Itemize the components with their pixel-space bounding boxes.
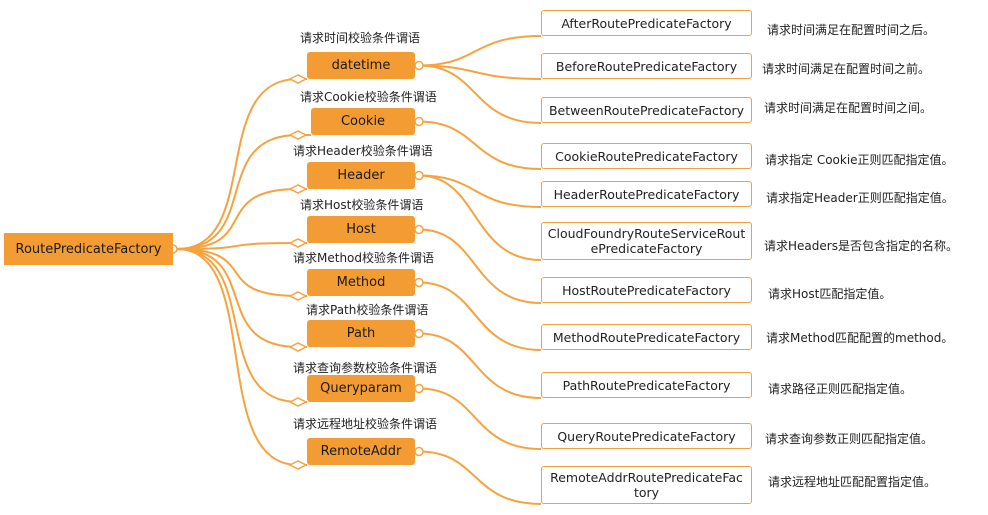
category-caption: 请求查询参数校验条件谓语 xyxy=(293,361,438,375)
root-to-category-link xyxy=(176,248,299,348)
leaf-node: QueryRoutePredicateFactory xyxy=(541,423,752,449)
category-caption: 请求远程地址校验条件谓语 xyxy=(293,417,438,431)
category-caption: 请求Cookie校验条件谓语 xyxy=(300,90,437,104)
leaf-label-line1: CloudFoundryRouteServiceRout xyxy=(547,226,746,241)
category-node-path: Path xyxy=(307,320,415,347)
root-to-category-link xyxy=(176,248,299,297)
category-to-leaf-link xyxy=(418,332,542,399)
category-to-leaf-link xyxy=(418,120,542,170)
category-caption: 请求Header校验条件谓语 xyxy=(293,144,433,158)
category-caption: 请求时间校验条件谓语 xyxy=(300,31,421,45)
leaf-node: MethodRoutePredicateFactory xyxy=(541,324,752,350)
root-node: RoutePredicateFactory xyxy=(4,233,173,265)
category-node-datetime: datetime xyxy=(307,52,415,79)
leaf-description: 请求时间满足在配置时间之间。 xyxy=(764,101,933,115)
leaf-node: CookieRoutePredicateFactory xyxy=(541,143,752,169)
leaf-label-line2: tory xyxy=(633,485,660,500)
category-connector-circle xyxy=(414,170,424,181)
root-to-category-link xyxy=(176,78,299,250)
leaf-node: BetweenRoutePredicateFactory xyxy=(541,97,752,123)
category-caption: 请求Path校验条件谓语 xyxy=(306,303,429,317)
leaf-description: 请求Host匹配指定值。 xyxy=(768,287,892,301)
category-connector-diamond xyxy=(288,130,308,140)
category-connector-circle xyxy=(414,277,424,288)
leaf-node: PathRoutePredicateFactory xyxy=(541,372,752,398)
leaf-description: 请求时间满足在配置时间之后。 xyxy=(767,23,936,37)
category-connector-diamond xyxy=(288,184,308,194)
root-to-category-link xyxy=(176,188,299,250)
leaf-description: 请求远程地址匹配配置指定值。 xyxy=(768,475,937,489)
category-node-queryparam: Queryparam xyxy=(307,375,415,402)
category-node-host: Host xyxy=(307,216,415,243)
category-to-leaf-link xyxy=(418,281,542,351)
category-to-leaf-link xyxy=(418,35,542,67)
category-to-leaf-link xyxy=(418,228,542,304)
leaf-description: 请求路径正则匹配指定值。 xyxy=(768,382,913,396)
category-connector-circle xyxy=(414,224,424,235)
category-to-leaf-link xyxy=(418,450,542,505)
category-node-cookie: Cookie xyxy=(311,108,415,135)
category-caption: 请求Method校验条件谓语 xyxy=(293,251,435,265)
root-to-category-link xyxy=(176,248,299,403)
root-to-category-link xyxy=(176,242,299,250)
category-node-method: Method xyxy=(307,269,415,296)
category-connector-diamond xyxy=(288,397,308,407)
leaf-node: HostRoutePredicateFactory xyxy=(541,277,752,303)
category-node-header: Header xyxy=(307,162,415,189)
category-connector-diamond xyxy=(288,238,308,248)
category-connector-diamond xyxy=(288,460,308,470)
category-connector-circle xyxy=(414,60,424,71)
category-connector-circle xyxy=(414,328,424,339)
category-caption: 请求Host校验条件谓语 xyxy=(300,198,424,212)
category-to-leaf-link xyxy=(418,387,542,450)
category-connector-diamond xyxy=(288,74,308,84)
category-to-leaf-link xyxy=(418,64,542,80)
root-to-category-link xyxy=(176,248,299,466)
root-to-category-link xyxy=(176,134,299,250)
category-to-leaf-link xyxy=(418,64,542,124)
leaf-description: 请求Headers是否包含指定的名称。 xyxy=(764,239,958,253)
leaf-description: 请求指定Header正则匹配指定值。 xyxy=(766,191,954,205)
leaf-description: 请求指定 Cookie正则匹配指定值。 xyxy=(765,153,954,167)
leaf-label-line2: ePredicateFactory xyxy=(590,241,703,256)
category-connector-circle xyxy=(414,116,424,127)
leaf-node: AfterRoutePredicateFactory xyxy=(541,10,752,36)
category-to-leaf-link xyxy=(418,174,542,208)
leaf-label-line1: RemoteAddrRoutePredicateFac xyxy=(550,470,743,485)
category-to-leaf-link xyxy=(418,174,542,261)
leaf-description: 请求Method匹配配置的method。 xyxy=(766,331,954,345)
leaf-node: HeaderRoutePredicateFactory xyxy=(541,181,752,207)
leaf-node: BeforeRoutePredicateFactory xyxy=(541,53,752,79)
category-connector-circle xyxy=(414,446,424,457)
leaf-description: 请求时间满足在配置时间之前。 xyxy=(762,62,931,76)
category-connector-circle xyxy=(414,383,424,394)
category-connector-diamond xyxy=(288,291,308,301)
leaf-description: 请求查询参数正则匹配指定值。 xyxy=(765,432,934,446)
category-connector-diamond xyxy=(288,342,308,352)
category-node-remoteaddr: RemoteAddr xyxy=(307,438,415,465)
